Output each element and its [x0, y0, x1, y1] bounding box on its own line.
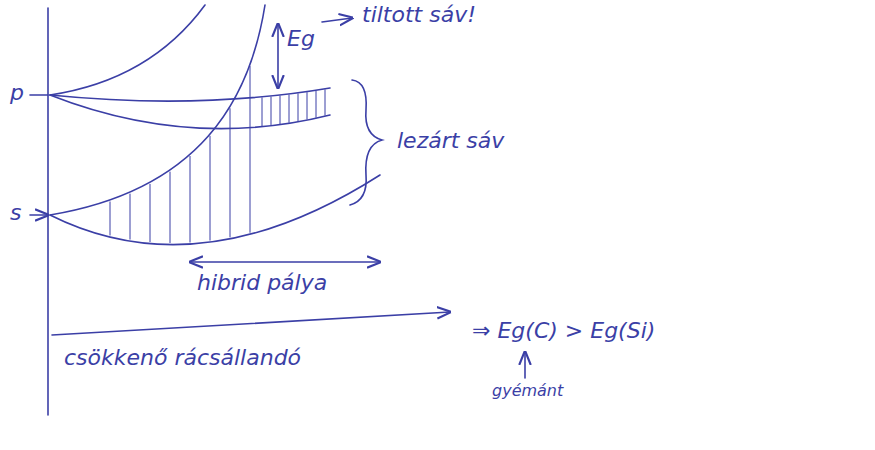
width-label: hibrid pálya — [195, 270, 329, 295]
hatch-line — [325, 90, 326, 115]
hatch-line — [271, 97, 272, 125]
hatching — [110, 66, 325, 242]
width-arrow — [190, 261, 380, 263]
energy-axis — [47, 8, 49, 415]
orbital-label: s — [8, 200, 23, 225]
s-tick — [30, 214, 48, 216]
band-label: lezárt sáv — [395, 128, 506, 153]
p-band-bottom — [50, 95, 330, 129]
hatch-line — [307, 93, 308, 120]
hatch-line — [130, 194, 131, 239]
axis-label: csökkenő rácsállandó — [62, 345, 303, 370]
hatch-line — [262, 98, 263, 126]
pointer-arrow — [322, 18, 352, 22]
band-note: tiltott sáv! — [360, 2, 478, 27]
material-note: gyémánt — [490, 382, 565, 400]
s-band-bottom — [50, 175, 380, 245]
hatch-line — [298, 94, 299, 121]
hatch-line — [210, 136, 211, 240]
p-tick — [30, 94, 48, 96]
hatch-line — [280, 96, 281, 124]
s-band-top — [50, 5, 265, 215]
gap-label: Eg — [285, 26, 317, 51]
hatch-line — [190, 156, 191, 242]
hatch-line — [150, 184, 151, 241]
result-note: ⇒ Eg(C) > Eg(Si) — [470, 318, 657, 343]
p-band-top — [50, 88, 330, 101]
hatch-line — [170, 172, 171, 243]
p-upper-curve — [50, 5, 205, 95]
hatch-line — [110, 202, 111, 235]
hatch-line — [289, 95, 290, 122]
hatch-line — [230, 109, 231, 237]
note-arrow — [524, 352, 526, 378]
hatch-line — [316, 91, 317, 117]
gap-arrow — [277, 24, 279, 88]
hatch-line — [250, 66, 251, 232]
orbital-label: p — [8, 80, 26, 105]
lattice-arrow — [52, 312, 450, 335]
brace — [350, 80, 382, 205]
